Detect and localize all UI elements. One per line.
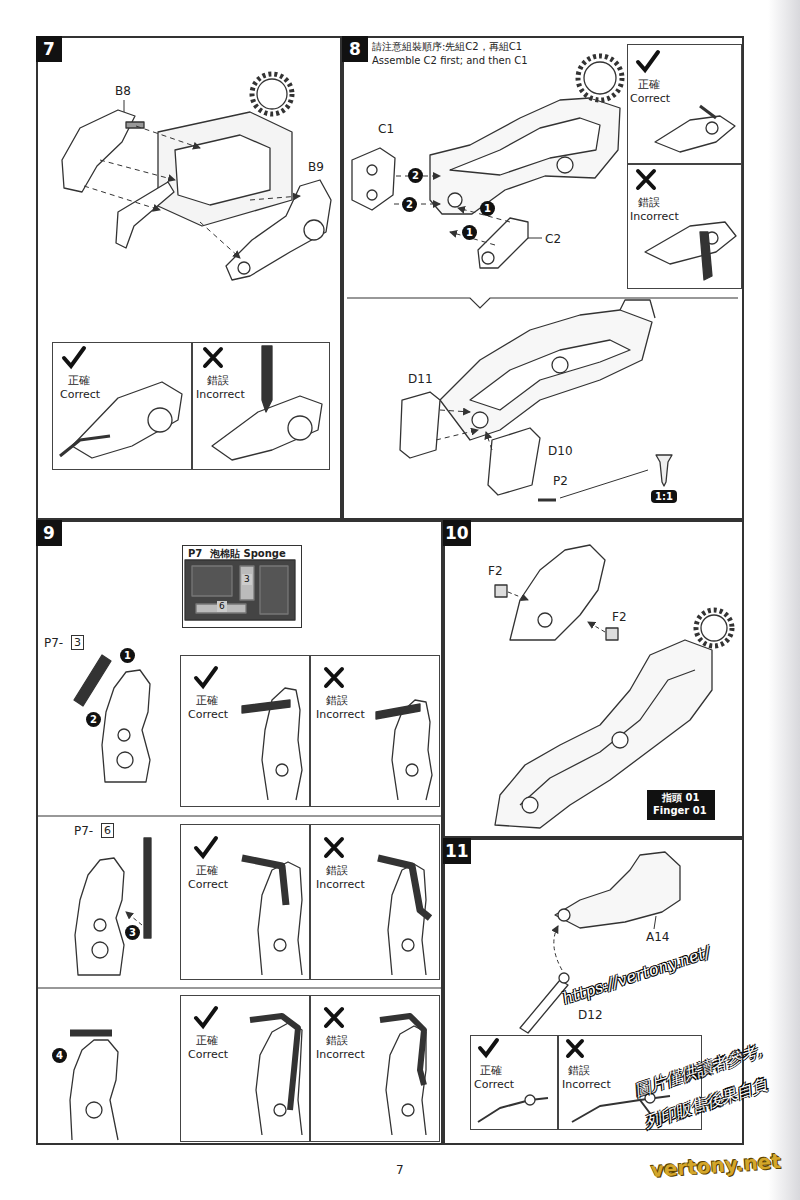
sponge-number: 3 — [242, 574, 252, 585]
correct-box: 正確Correct — [180, 824, 310, 980]
correct-box: 正確Correct — [52, 342, 192, 470]
node-text: Correct — [60, 388, 100, 401]
step-number: 10 — [443, 520, 471, 546]
node-text: 泡棉貼 Sponge — [210, 548, 286, 560]
part-name: F2 — [612, 610, 627, 624]
part-name: B9 — [308, 160, 324, 174]
step-number: 11 — [443, 838, 471, 864]
incorrect-box: 錯誤Incorrect — [627, 164, 742, 289]
callout-number: 1 — [480, 201, 495, 216]
node-text: Correct — [474, 1078, 514, 1091]
node-text: 錯誤 — [326, 1034, 348, 1047]
callout-number: 3 — [125, 925, 140, 940]
correct-box: 正確Correct — [180, 995, 310, 1142]
part-name: P7- — [44, 636, 63, 650]
node-text: Correct — [188, 878, 228, 891]
node-text: Correct — [630, 92, 670, 105]
callout-number: 1 — [120, 648, 135, 663]
step-panel: 8 請注意組裝順序:先組C2，再組C1Assemble C2 first; and… — [342, 36, 744, 520]
correct-box: 正確Correct — [470, 1035, 558, 1130]
callout-number: 1 — [462, 225, 477, 240]
incorrect-box: 錯誤Incorrect — [310, 655, 440, 807]
node-text: 請注意組裝順序:先組C2，再組C1 — [372, 41, 522, 53]
node-text: 錯誤 — [568, 1064, 590, 1077]
finger-tag: 指頭 01Finger 01 — [647, 790, 715, 820]
scale-badge: 1:1 — [651, 490, 677, 503]
node-text: 錯誤 — [326, 864, 348, 877]
node-text: 錯誤 — [326, 694, 348, 707]
step-panel: 7正確Correct錯誤Incorrect — [36, 36, 342, 520]
sponge-number: 6 — [101, 823, 114, 838]
node-text: P7 — [188, 548, 202, 560]
node-text: 錯誤 — [638, 196, 660, 209]
page-number: 7 — [396, 1163, 404, 1177]
watermark: vertony.net — [650, 1149, 782, 1182]
correct-box: 正確Correct — [627, 44, 742, 164]
step-number: 8 — [342, 36, 368, 62]
node-text: Incorrect — [630, 210, 679, 223]
node-text: 正確 — [638, 78, 660, 91]
incorrect-box: 錯誤Incorrect — [310, 824, 440, 980]
node-text: Incorrect — [316, 708, 365, 721]
part-name: P7- — [74, 824, 93, 838]
callout-number: 2 — [402, 197, 417, 212]
correct-box: 正確Correct — [180, 655, 310, 807]
node-text: Incorrect — [196, 388, 245, 401]
node-text: Incorrect — [562, 1078, 611, 1091]
node-text: Incorrect — [316, 878, 365, 891]
sponge-number: 3 — [71, 635, 84, 650]
step-panel: 9P7泡棉貼 Sponge正確Correct錯誤Incorrect正確Corre… — [36, 520, 443, 1145]
incorrect-box: 錯誤Incorrect — [310, 995, 440, 1142]
part-name: C1 — [378, 122, 394, 136]
sponge-number: 6 — [217, 601, 227, 612]
node-text: Incorrect — [316, 1048, 365, 1061]
callout-number: 2 — [408, 168, 423, 183]
callout-number: 4 — [52, 1048, 67, 1063]
part-name: C2 — [545, 232, 561, 246]
step-number: 7 — [36, 36, 62, 62]
node-text: 指頭 01 — [662, 792, 699, 804]
part-name: A14 — [646, 930, 669, 944]
part-name: D12 — [578, 1008, 603, 1022]
part-name: D11 — [408, 372, 433, 386]
sponge-sheet-box: P7 泡棉貼 Sponge — [182, 545, 302, 628]
node-text: 正確 — [196, 864, 218, 877]
node-text: Finger 01 — [653, 805, 707, 817]
watermark: https://vertony.net/ — [560, 942, 712, 1008]
node-text: Correct — [188, 708, 228, 721]
node-text: Correct — [188, 1048, 228, 1061]
incorrect-box: 錯誤Incorrect — [192, 342, 330, 470]
part-name: F2 — [488, 564, 503, 578]
node-text: Assemble C2 first; and then C1 — [372, 55, 528, 67]
node-text: 正確 — [68, 374, 90, 387]
node-text: 正確 — [480, 1064, 502, 1077]
callout-number: 2 — [86, 712, 101, 727]
node-text: 正確 — [196, 1034, 218, 1047]
part-name: B8 — [115, 84, 131, 98]
part-name: P2 — [553, 474, 568, 488]
node-text: 正確 — [196, 694, 218, 707]
node-text: 錯誤 — [207, 374, 229, 387]
part-name: D10 — [548, 444, 573, 458]
step-number: 9 — [36, 520, 62, 546]
